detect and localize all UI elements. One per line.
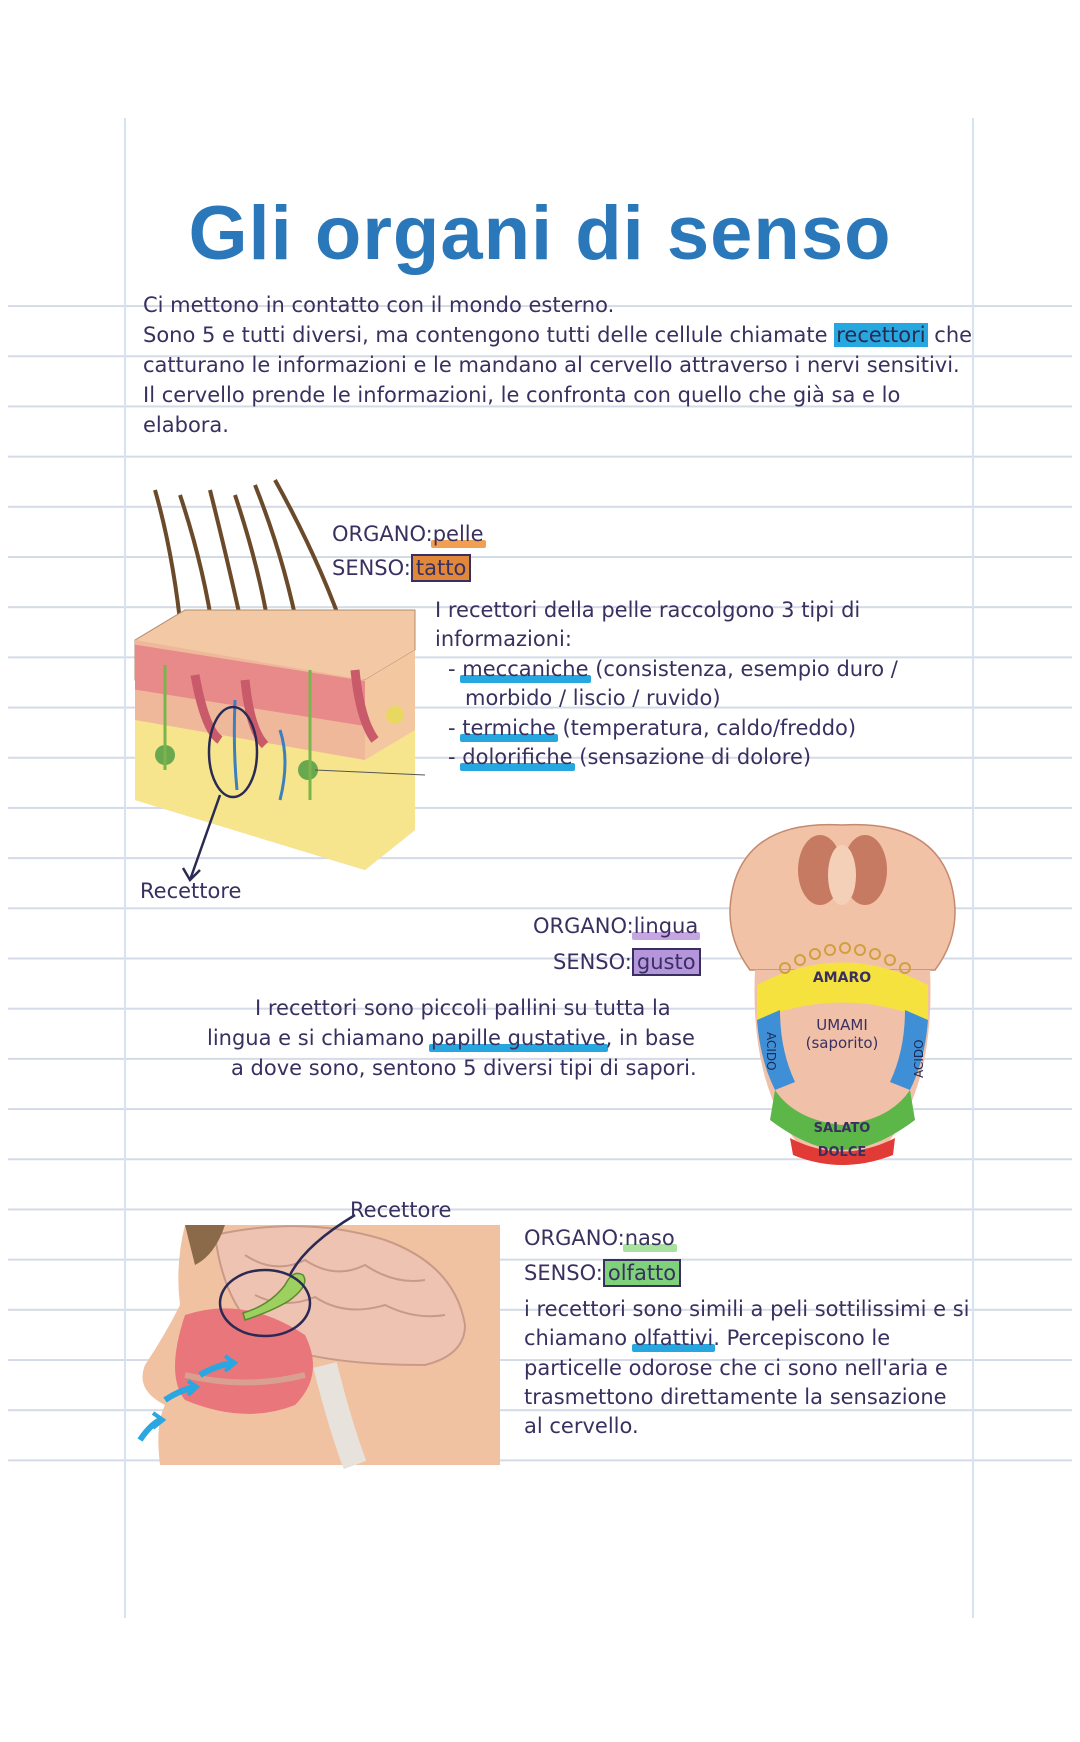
meccaniche-term: meccaniche <box>460 654 591 684</box>
nose-desc-2: chiamano olfattivi. Percepiscono le <box>524 1323 890 1353</box>
skin-bullet-1: - meccaniche (consistenza, esempio duro … <box>448 654 898 684</box>
tongue-desc-2-end: , in base <box>605 1026 695 1050</box>
intro-line-2: Sono 5 e tutti diversi, ma contengono tu… <box>143 320 972 350</box>
tongue-sense-label: SENSO: <box>553 950 632 974</box>
zone-acido-right: ACIDO <box>912 1039 926 1078</box>
tongue-organ-row: ORGANO:lingua <box>533 911 700 941</box>
zone-amaro: AMARO <box>813 970 871 986</box>
bullet-dash: - <box>448 657 456 681</box>
skin-sense-value: tatto <box>410 554 472 582</box>
nose-organ-row: ORGANO:naso <box>524 1223 677 1253</box>
dolorifiche-term: dolorifiche <box>460 742 575 772</box>
page-title: Gli organi di senso <box>188 191 892 276</box>
skin-sense-label: SENSO: <box>332 556 411 580</box>
tongue-sense-row: SENSO:gusto <box>553 947 701 977</box>
tongue-sense-value: gusto <box>631 948 701 976</box>
intro-line-4: Il cervello prende le informazioni, le c… <box>143 383 901 407</box>
nose-organ-value: naso <box>622 1223 677 1253</box>
skin-bullet-3: - dolorifiche (sensazione di dolore) <box>448 742 811 772</box>
zone-saporito: (saporito) <box>806 1034 879 1052</box>
intro-line-3: catturano le informazioni e le mandano a… <box>143 353 960 377</box>
termiche-term: termiche <box>460 713 558 743</box>
nose-desc-5: al cervello. <box>524 1414 639 1438</box>
nose-desc-4: trasmettono direttamente la sensazione <box>524 1385 947 1409</box>
skin-desc-1: I recettori della pelle raccolgono 3 tip… <box>435 598 861 622</box>
skin-bullet-2: - termiche (temperatura, caldo/freddo) <box>448 713 856 743</box>
tongue-organ-label: ORGANO: <box>533 914 634 938</box>
bullet-1-text: (consistenza, esempio duro / <box>588 657 898 681</box>
olfattivi-term: olfattivi <box>631 1323 715 1353</box>
tongue-desc-1: I recettori sono piccoli pallini su tutt… <box>255 996 671 1020</box>
skin-organ-label: ORGANO: <box>332 522 433 546</box>
zone-salato: SALATO <box>814 1121 871 1136</box>
zone-umami: UMAMI <box>816 1016 868 1034</box>
skin-illustration <box>134 479 426 883</box>
margin-line-left <box>124 118 126 1618</box>
papille-term: papille gustative <box>428 1023 608 1053</box>
bullet-dash: - <box>448 745 456 769</box>
skin-desc-2: informazioni: <box>435 627 572 651</box>
nose-desc-2-end: . Percepiscono le <box>713 1326 891 1350</box>
margin-line-right <box>972 118 974 1618</box>
nose-desc-1: i recettori sono simili a peli sottiliss… <box>524 1297 970 1321</box>
zone-dolce: DOLCE <box>818 1145 867 1160</box>
nose-sense-row: SENSO:olfatto <box>524 1258 682 1288</box>
nose-desc-2-text: chiamano <box>524 1326 634 1350</box>
nose-desc-3: particelle odorose che ci sono nell'aria… <box>524 1356 948 1380</box>
skin-receptor-label: Recettore <box>140 879 242 903</box>
nose-illustration <box>137 1213 500 1470</box>
tongue-desc-2: lingua e si chiamano papille gustative, … <box>207 1023 695 1053</box>
skin-sense-row: SENSO:tatto <box>332 553 472 583</box>
nose-sense-value: olfatto <box>602 1259 682 1287</box>
skin-organ-row: ORGANO:pelle <box>332 519 486 549</box>
intro-line-5: elabora. <box>143 413 229 437</box>
bullet-dash: - <box>448 716 456 740</box>
skin-organ-value: pelle <box>430 519 486 549</box>
tongue-desc-2-text: lingua e si chiamano <box>207 1026 431 1050</box>
bullet-2-text: (temperatura, caldo/freddo) <box>555 716 857 740</box>
skin-bullet-1-cont: morbido / liscio / ruvido) <box>465 686 721 710</box>
intro-line-2-text: Sono 5 e tutti diversi, ma contengono tu… <box>143 323 835 347</box>
nose-sense-label: SENSO: <box>524 1261 603 1285</box>
tongue-illustration: AMARO UMAMI (saporito) ACIDO ACIDO SALAT… <box>729 823 956 1165</box>
bullet-3-text: (sensazione di dolore) <box>572 745 812 769</box>
intro-line-2-end: che <box>927 323 973 347</box>
tongue-organ-value: lingua <box>631 911 700 941</box>
recettori-highlight: recettori <box>834 323 928 347</box>
nose-receptor-label: Recettore <box>350 1198 452 1222</box>
zone-acido-left: ACIDO <box>764 1032 778 1071</box>
tongue-desc-3: a dove sono, sentono 5 diversi tipi di s… <box>231 1056 697 1080</box>
nose-organ-label: ORGANO: <box>524 1226 625 1250</box>
intro-line-1: Ci mettono in contatto con il mondo este… <box>143 293 615 317</box>
